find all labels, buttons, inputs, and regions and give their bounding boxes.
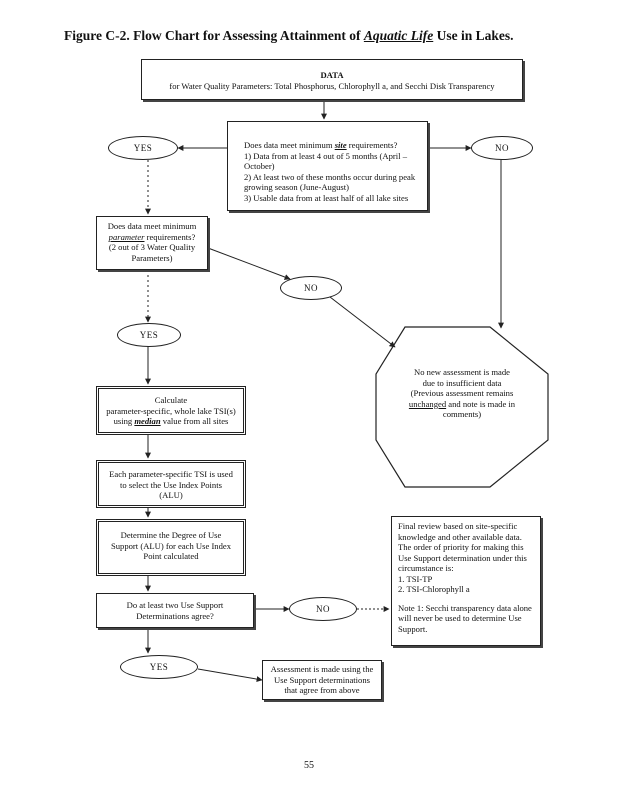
parameter-requirements-box: Does data meet minimum parameter require… [96, 216, 208, 270]
no-oval-parameter: NO [280, 276, 342, 300]
insufficient-data-octagon: No new assessment is made due to insuffi… [392, 367, 532, 420]
param-line-1: Does data meet minimum [107, 221, 197, 231]
site-question-suffix: requirements? [346, 140, 398, 150]
calc-line-2: parameter-specific, whole lake TSI(s) [106, 405, 236, 416]
calc-line-3-em: median [134, 416, 161, 426]
site-question-em: site [334, 140, 347, 150]
degree-of-use-support-box: Determine the Degree of Use Support (ALU… [96, 519, 246, 576]
calculate-tsi-box: Calculate parameter-specific, whole lake… [96, 386, 246, 435]
octagon-shape [375, 326, 549, 488]
param-line-2: parameter requirements? [97, 232, 207, 243]
octagon-line-1: No new assessment is made [414, 367, 510, 377]
octagon-paren-em: unchanged [408, 398, 447, 409]
no-oval-site: NO [471, 136, 533, 160]
data-box: DATA for Water Quality Parameters: Total… [141, 59, 523, 100]
site-item-3: 3) Usable data from at least half of all… [244, 192, 409, 203]
arrow-param-to-no [207, 247, 291, 280]
tsi-box-text: Each parameter-specific TSI is used to s… [109, 469, 233, 500]
param-em: parameter [108, 231, 145, 242]
site-question-prefix: Does data meet minimum [244, 140, 335, 150]
note-list-2: 2. TSI-Chlorophyll a [398, 584, 470, 594]
figure-title: Figure C-2. Flow Chart for Assessing Att… [64, 28, 584, 44]
octagon-paren: (Previous assessment remains unchanged a… [392, 388, 532, 420]
data-box-subheading: for Water Quality Parameters: Total Phos… [169, 80, 495, 91]
data-box-heading: DATA [320, 70, 344, 80]
arrow-yes-to-assessment [197, 668, 263, 683]
use-index-points-box: Each parameter-specific TSI is used to s… [96, 460, 246, 508]
site-item-2: 2) At least two of these months occur du… [244, 171, 416, 193]
calc-line-1: Calculate [154, 395, 188, 405]
site-requirements-box: Does data meet minimum site requirements… [227, 121, 428, 211]
calc-line-3-prefix: using [113, 416, 135, 426]
agreement-box: Do at least two Use Support Determinatio… [96, 593, 254, 628]
assessment-box-text: Assessment is made using the Use Support… [270, 664, 374, 695]
no-oval-agreement: NO [289, 597, 357, 621]
octagon-paren-suffix: and note is made in comments) [442, 398, 516, 420]
page-number: 55 [304, 760, 314, 771]
note-text: Note 1: Secchi transparency data alone w… [398, 602, 532, 634]
figure-title-suffix: Use in Lakes. [433, 28, 514, 43]
note-intro: Final review based on site-specific know… [398, 521, 527, 573]
calc-line-3: using median value from all sites [99, 416, 243, 427]
figure-title-emphasis: Aquatic Life [363, 28, 434, 43]
note-list-1: 1. TSI-TP [398, 573, 433, 584]
assessment-box: Assessment is made using the Use Support… [262, 660, 382, 700]
degree-box-text: Determine the Degree of Use Support (ALU… [110, 530, 232, 561]
site-question: Does data meet minimum site requirements… [244, 140, 421, 151]
param-line-3: (2 out of 3 Water Quality Parameters) [108, 242, 196, 263]
final-review-note-box: Final review based on site-specific know… [391, 516, 541, 646]
agree-box-text: Do at least two Use Support Determinatio… [126, 600, 224, 621]
site-item-1: 1) Data from at least 4 out of 5 months … [244, 150, 408, 172]
octagon-line-2: due to insufficient data [422, 377, 502, 388]
yes-oval-site: YES [108, 136, 178, 160]
yes-oval-parameter: YES [117, 323, 181, 347]
param-line-2-suffix: requirements? [144, 231, 196, 242]
yes-oval-agreement: YES [120, 655, 198, 679]
octagon-paren-prefix: (Previous assessment remains [410, 388, 514, 398]
arrow-no2-to-octagon [329, 296, 396, 348]
figure-title-prefix: Figure C-2. Flow Chart for Assessing Att… [64, 28, 364, 43]
calc-line-3-suffix: value from all sites [160, 416, 229, 426]
